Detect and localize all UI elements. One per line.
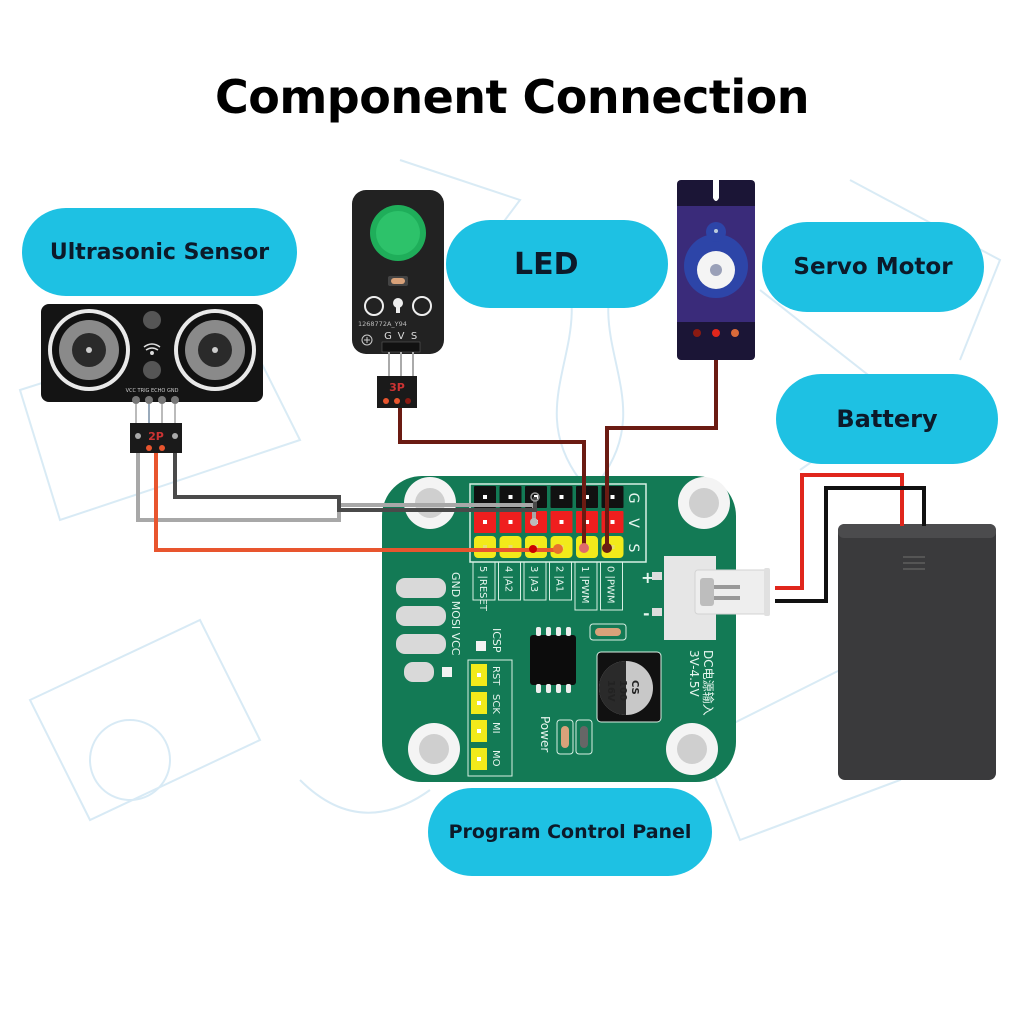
pin-hole <box>508 545 513 549</box>
label-control-panel-text: Program Control Panel <box>448 821 692 843</box>
pad-mosi <box>396 606 446 626</box>
dc-voltage-label: 3V-4.5V <box>687 650 701 698</box>
page-title: Component Connection <box>215 70 809 124</box>
pin-hole <box>483 520 487 524</box>
label-battery: Battery <box>776 374 998 464</box>
sensor-dot <box>143 361 161 379</box>
microcontroller-chip <box>530 627 576 693</box>
label-servo-motor: Servo Motor <box>762 222 984 312</box>
pad-vcc <box>396 634 446 654</box>
led-module: 1268772A_Y94 G V S 3P <box>352 190 444 408</box>
pin-hole <box>483 545 487 549</box>
side-label: GND MOSI VCC <box>449 572 462 656</box>
plus-label: + <box>641 568 654 587</box>
battery-wire-black <box>775 486 926 603</box>
resistor <box>595 628 621 636</box>
wire-servo <box>605 342 718 548</box>
label-led: LED <box>446 220 668 308</box>
label-led-text: LED <box>514 246 579 282</box>
led-bulb <box>376 211 420 255</box>
icsp-pin-label: SCK <box>490 694 501 714</box>
wire-ultrasonic-dark <box>173 430 537 512</box>
pad-small <box>404 662 434 682</box>
mounting-hole <box>408 723 460 775</box>
led-pin-v: V <box>398 331 405 342</box>
port-label-box <box>549 561 572 601</box>
port-label-box <box>498 561 521 601</box>
capacitor-label-2: 100 <box>617 680 628 701</box>
led-part-code: 1268772A_Y94 <box>358 320 407 328</box>
transducer-left <box>48 309 130 391</box>
pin-hole <box>610 520 615 524</box>
port-label: 4 |A2 <box>503 566 514 592</box>
port-label-box <box>472 561 496 601</box>
battery-pack <box>838 524 996 780</box>
mounting-hole <box>678 477 730 529</box>
pin-hole <box>559 520 564 524</box>
wifi-icon <box>143 343 161 355</box>
port-label-box <box>600 561 623 611</box>
header-label-v: V <box>625 518 641 528</box>
led-pin-s: S <box>411 331 417 342</box>
port-label: 3 |A3 <box>528 566 539 592</box>
port-label: 5 |RESET <box>477 566 488 612</box>
port-label: 2 |A1 <box>554 566 565 592</box>
pad-square <box>442 667 452 677</box>
pad-gnd <box>396 578 446 598</box>
connector-2p-label: 2P <box>148 430 164 443</box>
header-label-g: G <box>625 493 641 504</box>
power-connector <box>664 556 770 640</box>
pin-hole <box>585 520 589 524</box>
program-control-board: G V S 5 |RESET 4 |A2 3 |A3 2 |A1 1 |PWM 0 |PW… <box>382 476 770 782</box>
pin-hole <box>585 495 589 499</box>
pin-hole <box>483 495 487 499</box>
label-battery-text: Battery <box>836 405 938 433</box>
label-servo-text: Servo Motor <box>793 254 953 280</box>
mounting-hole <box>666 723 718 775</box>
icsp-pin-label: MO <box>490 750 501 767</box>
power-led-2 <box>580 726 588 748</box>
port-label-box <box>574 561 598 611</box>
battery-wire-red <box>775 473 904 590</box>
pin-hole <box>610 495 615 499</box>
lightbulb-icon <box>393 298 403 313</box>
capacitor: CS 100 16V <box>596 651 662 723</box>
connector-3p-label: 3P <box>389 381 405 394</box>
pin-hole <box>610 545 615 549</box>
pin-hole <box>508 495 513 499</box>
header-label-s: S <box>625 544 641 553</box>
wire-ultrasonic-signal <box>154 440 560 552</box>
label-program-control-panel: Program Control Panel <box>428 788 712 876</box>
pad-square <box>476 641 486 651</box>
wire-led <box>398 405 586 548</box>
label-ultrasonic-text: Ultrasonic Sensor <box>49 239 270 265</box>
transducer-right <box>174 309 256 391</box>
icsp-label: ICSP <box>490 628 503 653</box>
icsp-pin-label: MI <box>490 722 501 734</box>
port-label: 0 |PWM <box>605 566 616 603</box>
power-label: Power <box>538 716 552 752</box>
label-ultrasonic-sensor: Ultrasonic Sensor <box>22 208 297 296</box>
pin-hole <box>559 495 564 499</box>
ultrasonic-pin-labels: VCC TRIG ECHO GND <box>126 388 179 394</box>
ground-symbol-icon <box>361 334 373 346</box>
pin-hole <box>508 520 513 524</box>
ultrasonic-sensor: VCC TRIG ECHO GND 2P <box>41 304 263 453</box>
led-pin-g: G <box>384 331 392 342</box>
sensor-dot <box>143 311 161 329</box>
capacitor-label-1: CS <box>629 680 640 695</box>
dc-input-label: DC电源输入 <box>701 650 716 716</box>
minus-label: - <box>643 604 650 623</box>
power-led-1 <box>561 726 569 748</box>
capacitor-label-3: 16V <box>605 680 616 702</box>
port-label: 1 |PWM <box>579 566 590 603</box>
icsp-pin-label: RST <box>490 666 501 686</box>
port-label-box <box>523 561 547 601</box>
servo-motor <box>677 180 755 360</box>
